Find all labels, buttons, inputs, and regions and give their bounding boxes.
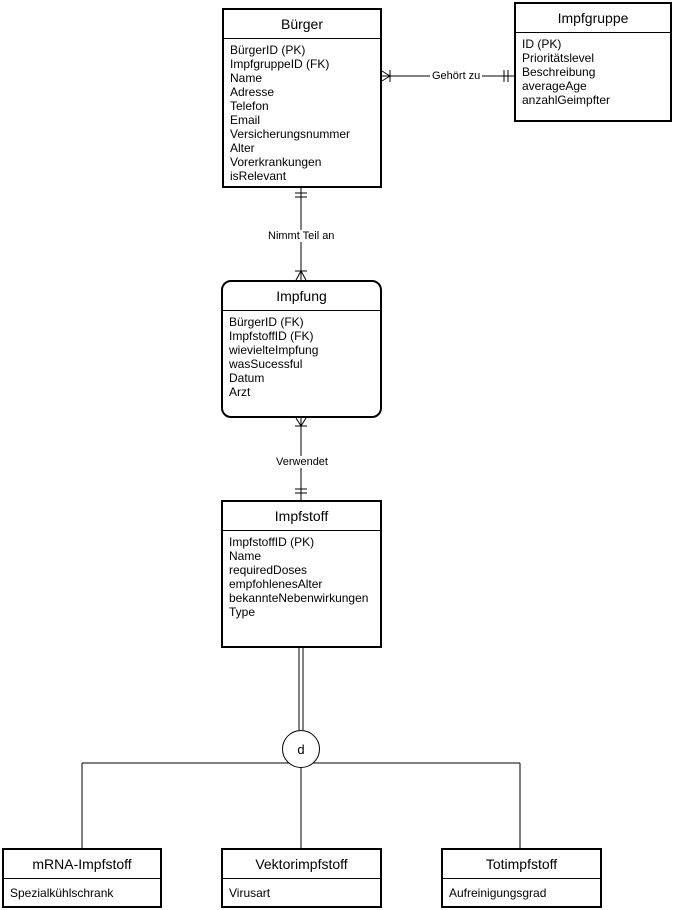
entity-title: Bürger [224,10,380,39]
attribute: Alter [230,141,255,155]
entity-title: Vektorimpfstoff [223,850,380,879]
entity-title: Impfstoff [223,502,380,531]
attribute: requiredDoses [229,563,308,577]
attribute: Prioritätslevel [522,51,595,65]
entity-vektorimpfstoff[interactable]: Vektorimpfstoff Virusart [221,848,382,908]
entity-impfstoff[interactable]: Impfstoff ImpfstoffID (PK) Name required… [221,500,382,648]
attribute: Aufreinigungsgrad [449,886,547,900]
attribute: Email [230,113,261,127]
entity-buerger[interactable]: Bürger BürgerID (PK) ImpfgruppeID (FK) N… [222,8,382,188]
relationship-label-nimmt-teil-an: Nimmt Teil an [266,230,337,242]
attribute-list: Aufreinigungsgrad [443,879,600,904]
attribute: BürgerID (PK) [230,43,306,57]
attribute: Name [229,549,262,563]
attribute-list: ImpfstoffID (PK) Name requiredDoses empf… [223,531,380,623]
attribute: Name [230,71,263,85]
attribute: wievielteImpfung [229,343,319,357]
attribute-list: ID (PK) Prioritätslevel Beschreibung ave… [516,33,670,111]
attribute: Type [229,605,256,619]
entity-title: Impfgruppe [516,4,670,33]
attribute: Arzt [229,385,251,399]
attribute: anzahlGeimpfter [522,93,611,107]
entity-mrna-impfstoff[interactable]: mRNA-Impfstoff Spezialkühlschrank [2,848,162,908]
attribute: Telefon [230,99,269,113]
entity-impfgruppe[interactable]: Impfgruppe ID (PK) Prioritätslevel Besch… [514,2,672,122]
attribute: averageAge [522,79,587,93]
attribute: ID (PK) [522,37,562,51]
attribute: bekannteNebenwirkungen [229,591,369,605]
attribute: BürgerID (FK) [229,315,304,329]
attribute-list: BürgerID (PK) ImpfgruppeID (FK) Name Adr… [224,39,380,187]
attribute: ImpfgruppeID (FK) [230,57,330,71]
attribute-list: Virusart [223,879,380,904]
attribute: ImpfstoffID (FK) [229,329,314,343]
entity-title: mRNA-Impfstoff [4,850,160,879]
attribute: Virusart [229,886,271,900]
attribute: Adresse [230,85,275,99]
relationship-label-verwendet: Verwendet [274,456,330,468]
entity-title: Totimpfstoff [443,850,600,879]
relationship-label-gehoert-zu: Gehört zu [430,70,483,82]
attribute-list: BürgerID (FK) ImpfstoffID (FK) wievielte… [223,311,380,403]
entity-totimpfstoff[interactable]: Totimpfstoff Aufreinigungsgrad [441,848,602,908]
attribute-list: Spezialkühlschrank [4,879,160,904]
attribute: isRelevant [230,169,287,183]
attribute: Versicherungsnummer [230,127,351,141]
attribute: Datum [229,371,265,385]
attribute: wasSucessful [229,357,303,371]
attribute: Spezialkühlschrank [10,886,114,900]
entity-title: Impfung [223,282,380,311]
attribute: empfohlenesAlter [229,577,323,591]
entity-impfung[interactable]: Impfung BürgerID (FK) ImpfstoffID (FK) w… [221,280,382,418]
attribute: ImpfstoffID (PK) [229,535,315,549]
disjoint-specialization-circle: d [282,730,320,768]
attribute: Vorerkrankungen [230,155,322,169]
attribute: Beschreibung [522,65,596,79]
